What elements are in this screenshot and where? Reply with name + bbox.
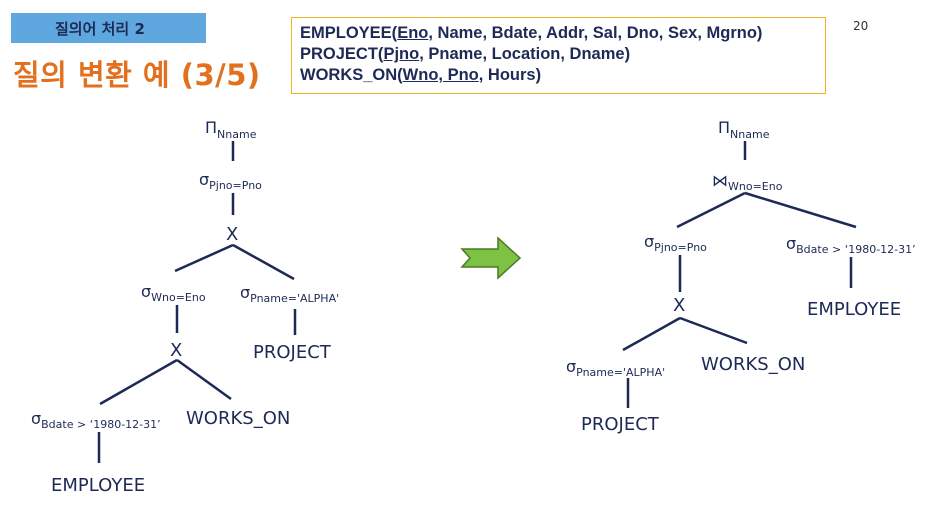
schema-text: , Hours) <box>478 66 542 84</box>
right-edge-cross-left <box>622 316 681 352</box>
right-select-pjno-node: σPjno=Pno <box>644 232 707 254</box>
left-select-bdate-node: σBdate > ‘1980-12-31’ <box>31 409 161 431</box>
right-join-node: ⋈Wno=Eno <box>712 171 783 193</box>
left-select-pname-node: σPname='ALPHA' <box>240 283 339 305</box>
left-project-node: ΠNname <box>205 118 257 141</box>
right-project-relation: PROJECT <box>581 414 660 435</box>
schema-employee: EMPLOYEE(Eno, Name, Bdate, Addr, Sal, Dn… <box>300 23 817 44</box>
left-works-on-relation: WORKS_ON <box>186 408 290 429</box>
schema-project: PROJECT(Pjno, Pname, Location, Dname) <box>300 44 817 65</box>
schema-text: , Pname, Location, Dname) <box>419 45 631 63</box>
schema-key: Pjno <box>383 45 420 63</box>
schema-box: EMPLOYEE(Eno, Name, Bdate, Addr, Sal, Dn… <box>291 17 826 94</box>
schema-text: , Name, Bdate, Addr, Sal, Dno, Sex, Mgrn… <box>428 24 763 42</box>
left-cross-top: X <box>226 224 238 245</box>
left-select-join-node: σPjno=Pno <box>199 170 262 192</box>
right-query-tree: ΠNname ⋈Wno=Eno σPjno=Pno σBdate > ‘1980… <box>566 118 916 435</box>
left-edge-cross-right <box>232 243 295 281</box>
right-works-on-relation: WORKS_ON <box>701 354 805 375</box>
left-edge-cross2-right <box>176 358 232 401</box>
schema-text: PROJECT( <box>300 45 384 63</box>
right-edge-join-left <box>676 191 746 229</box>
left-edge-cross-left <box>174 243 234 273</box>
schema-text: WORKS_ON( <box>300 66 403 84</box>
schema-works-on: WORKS_ON(Wno, Pno, Hours) <box>300 65 817 86</box>
schema-text: EMPLOYEE( <box>300 24 398 42</box>
transform-arrow-icon <box>460 236 522 280</box>
right-project-node: ΠNname <box>718 118 770 141</box>
left-select-wno-node: σWno=Eno <box>141 282 206 304</box>
schema-key: Wno, Pno <box>402 66 479 84</box>
left-query-tree: ΠNname σPjno=Pno X σWno=Eno σPname='ALPH… <box>31 118 339 496</box>
right-edge-cross-right <box>679 316 748 345</box>
right-edge-join-right <box>744 191 857 229</box>
left-project-relation: PROJECT <box>253 342 332 363</box>
right-employee-relation: EMPLOYEE <box>807 299 901 320</box>
left-edge-cross2-left <box>99 358 178 406</box>
left-cross-mid: X <box>170 340 182 361</box>
page-number: 20 <box>853 19 869 33</box>
slide-title: 질의 변환 예 (3/5) <box>13 58 261 92</box>
section-tag-text: 질의어 처리 2 <box>55 19 145 38</box>
left-employee-relation: EMPLOYEE <box>51 475 145 496</box>
section-tag: 질의어 처리 2 <box>11 13 206 43</box>
schema-key: Eno <box>397 24 429 42</box>
right-select-pname-node: σPname='ALPHA' <box>566 357 665 379</box>
right-cross-node: X <box>673 295 685 316</box>
right-select-bdate-node: σBdate > ‘1980-12-31’ <box>786 234 916 256</box>
